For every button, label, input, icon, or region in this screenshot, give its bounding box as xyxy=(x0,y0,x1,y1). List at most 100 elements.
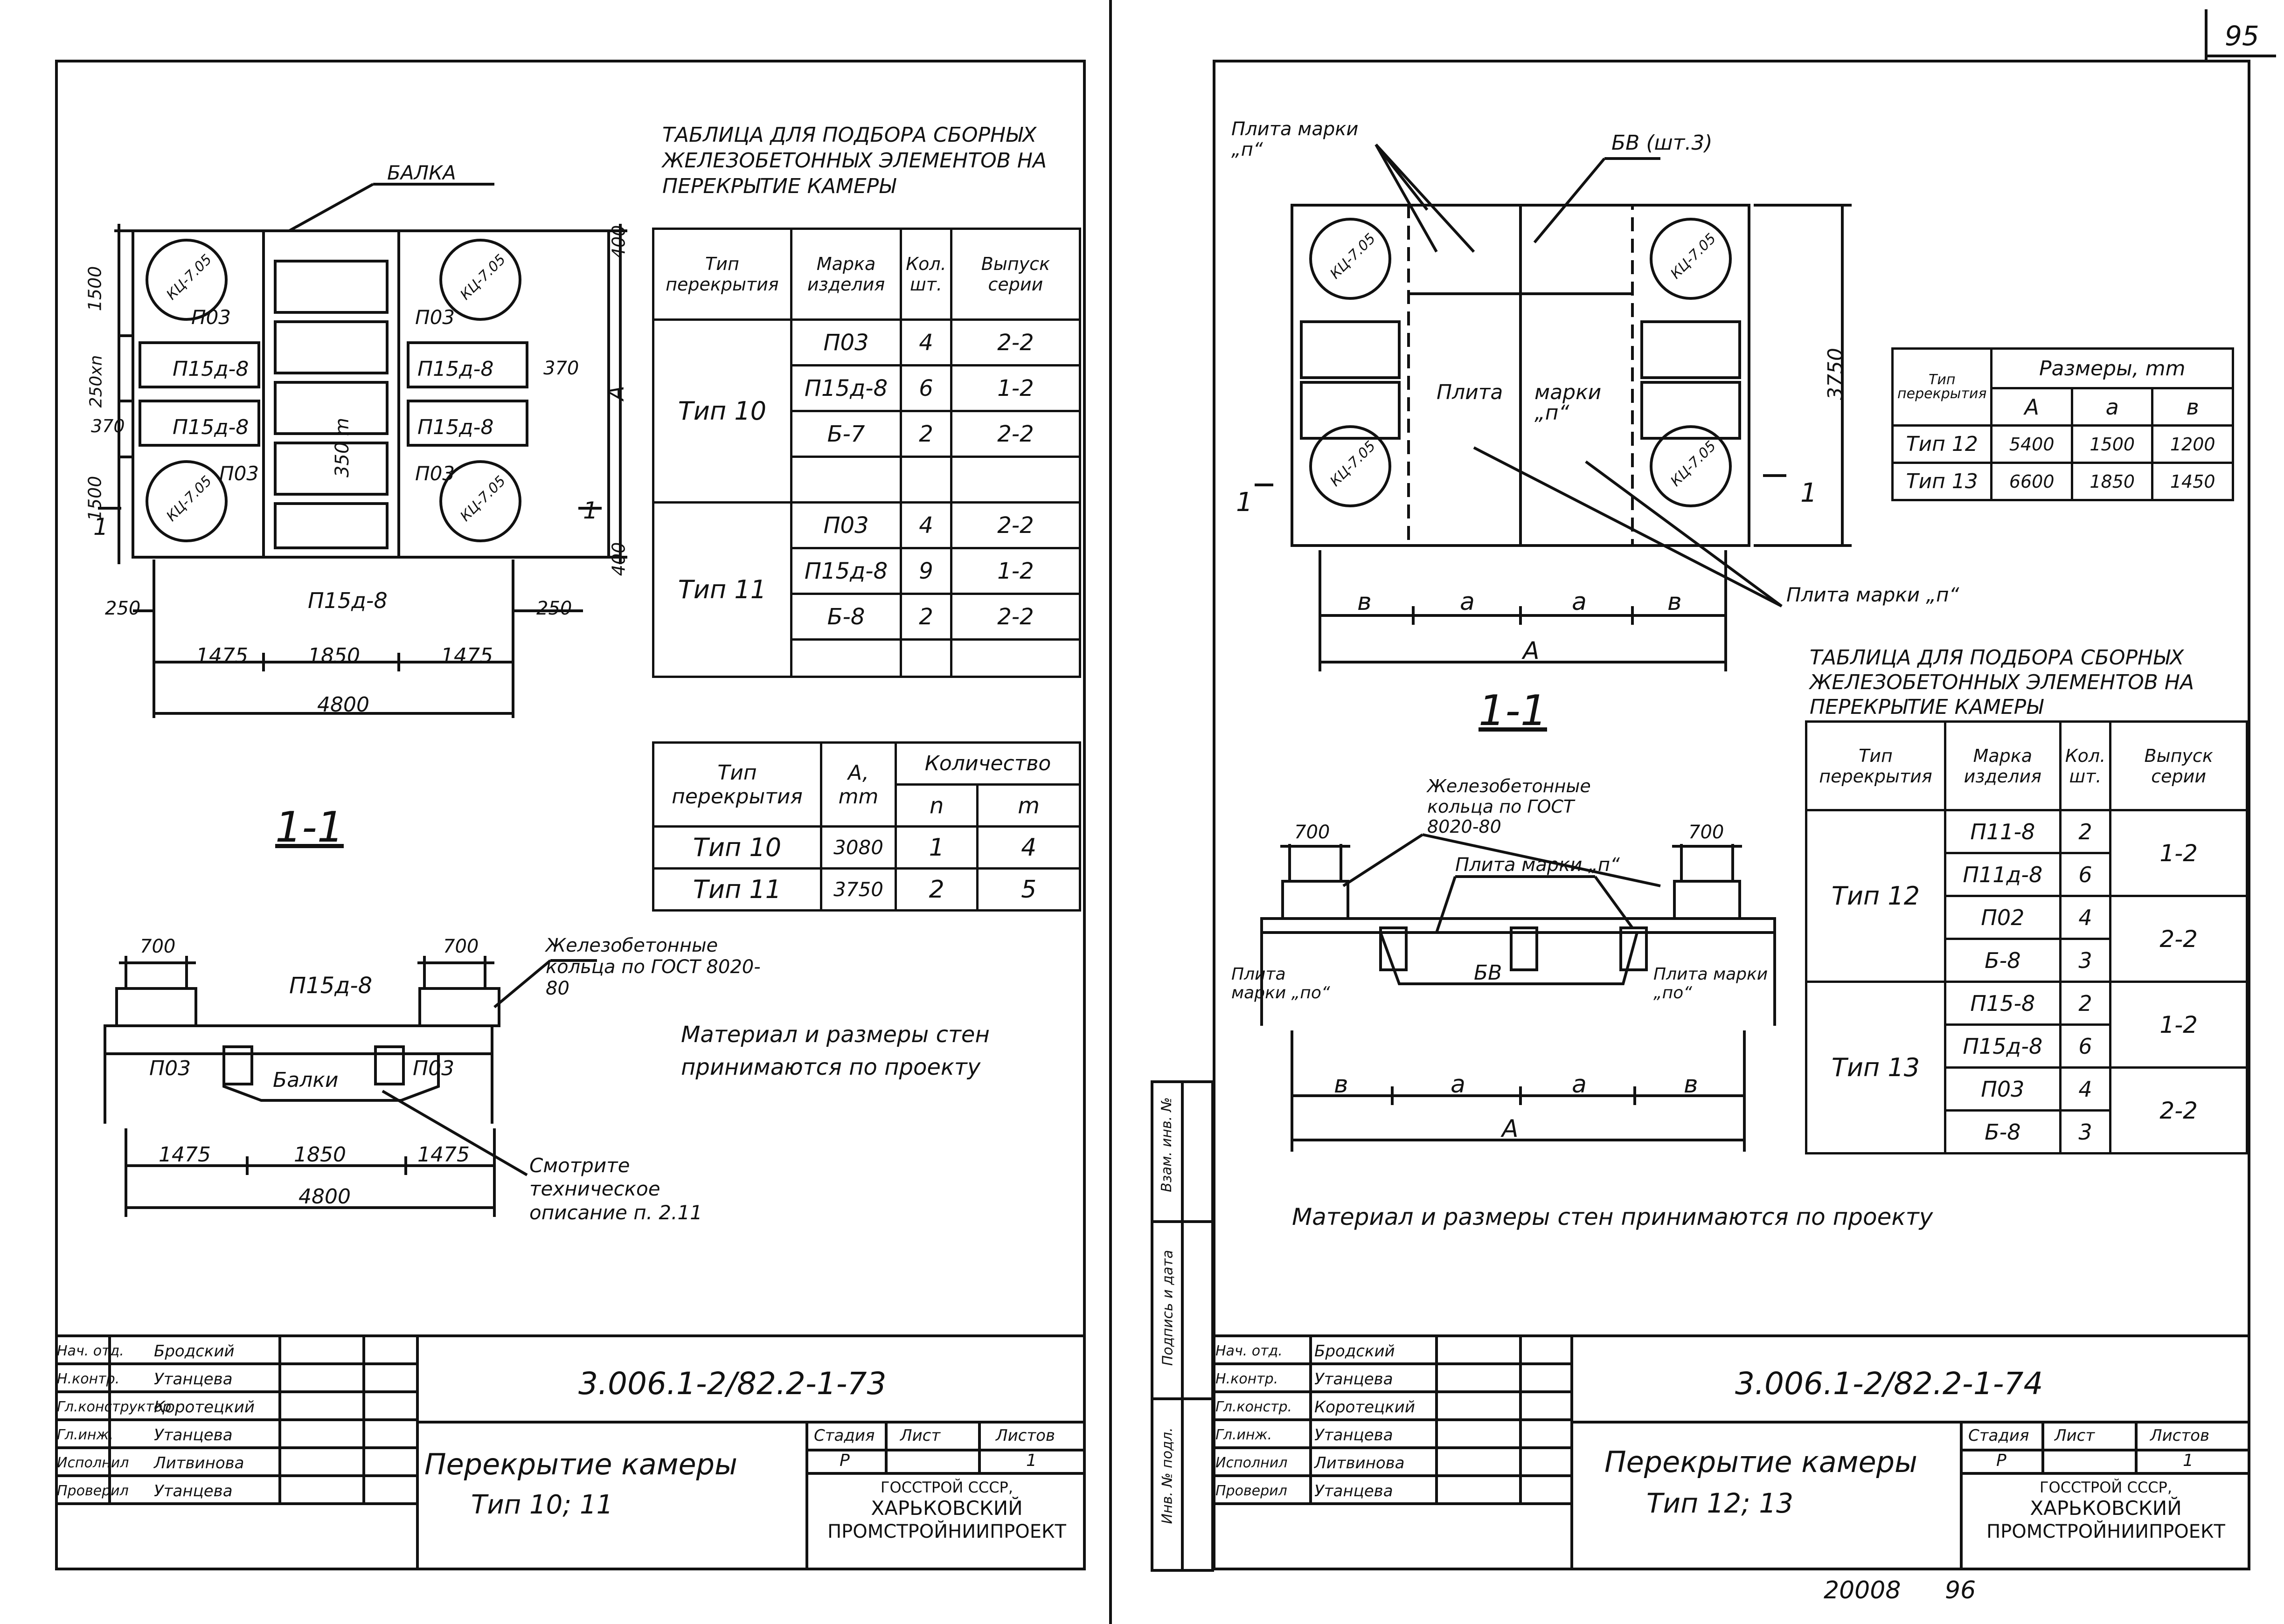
cell: 3750 xyxy=(820,867,897,912)
cell: 1-2 xyxy=(950,364,1082,412)
cell: П15д-8 xyxy=(790,364,902,412)
cell: П15д-8 xyxy=(790,547,902,595)
left-ring-note: Железобетонные кольца по ГОСТ 8020-80 xyxy=(546,935,761,999)
plan-bottom-label: П15д-8 xyxy=(308,588,388,613)
name: Бродский xyxy=(154,1342,235,1361)
th-type: Тип перекрытия xyxy=(652,228,792,321)
cell xyxy=(950,456,1082,504)
left-stamp-org: ГОССТРОЙ СССР, ХАРЬКОВСКИЙ ПРОМСТРОЙНИИП… xyxy=(809,1478,1084,1543)
right-table-title: ТАБЛИЦА ДЛЯ ПОДБОРА СБОРНЫХ ЖЕЛЕЗОБЕТОНН… xyxy=(1810,646,2194,719)
left-sheet-frame xyxy=(55,60,1086,1570)
cell xyxy=(950,638,1082,678)
cell: 2-2 xyxy=(2109,1066,2248,1154)
cell: 3 xyxy=(2059,938,2112,983)
left-section-title: 1-1 xyxy=(275,803,344,852)
cell: 6 xyxy=(900,364,952,412)
right-plan-center-2: марки „п“ xyxy=(1534,380,1602,425)
cell: 1-2 xyxy=(2109,981,2248,1069)
cell: 4 xyxy=(2059,895,2112,940)
cell xyxy=(900,638,952,678)
left-see-note: Смотрите техническое описание п. 2.11 xyxy=(529,1154,702,1224)
right-sheet-frame xyxy=(1213,60,2250,1570)
cell: 1850 xyxy=(2070,462,2154,501)
right-dims-table: Тип перекрытия Размеры, mm A a в Тип 12 … xyxy=(1891,347,2234,501)
left-section-dim-top-2: 700 xyxy=(443,936,479,957)
left-stamp-names: Бродский Утанцева Коротецкий Утанцева Ли… xyxy=(154,1337,280,1505)
left-section-dim-b-4: 4800 xyxy=(299,1185,351,1209)
plan-label-p15-2: П15д-8 xyxy=(173,415,249,439)
right-stage-h3: Листов xyxy=(2150,1426,2210,1445)
plan-dim-right-2: 370 xyxy=(543,358,579,379)
cell: 4 xyxy=(976,825,1081,870)
cell: 5400 xyxy=(1990,424,2073,464)
right-section-title: 1-1 xyxy=(1479,686,1547,735)
role: Нач. отд. xyxy=(57,1343,124,1359)
right-plan-center-1: Плита xyxy=(1437,380,1503,404)
plan-dim-b-5: 1475 xyxy=(441,644,493,668)
role: Проверил xyxy=(57,1483,129,1499)
right-stamp-roles: Нач. отд. Н.контр. Гл.констр. Гл.инж. Ис… xyxy=(1215,1337,1309,1505)
rth-type: Тип перекрытия xyxy=(1805,720,1946,811)
right-elements-table: Тип перекрытия Марка изделия Кол. шт. Вы… xyxy=(1805,720,2248,1154)
right-section-bv: БВ xyxy=(1474,961,1502,985)
right-stage-h1: Стадия xyxy=(1968,1426,2029,1445)
name: Литвинова xyxy=(154,1454,244,1472)
cell: 2-2 xyxy=(950,318,1082,366)
role: Гл.инж. xyxy=(1215,1427,1272,1443)
org-line: ХАРЬКОВСКИЙ xyxy=(2030,1497,2182,1520)
plan-dim-b-6: 4800 xyxy=(317,693,369,717)
right-section-right-label: Плита марки „по“ xyxy=(1653,965,1768,1002)
type-12: Тип 12 xyxy=(1805,809,1946,983)
cell: 3080 xyxy=(820,825,897,870)
cell: 1450 xyxy=(2151,462,2234,501)
cell: 2-2 xyxy=(2109,895,2248,983)
plan-label-p03-tl: П03 xyxy=(191,306,231,329)
cell: 1-2 xyxy=(950,547,1082,595)
rth-qty: Кол. шт. xyxy=(2059,720,2112,811)
cell: П02 xyxy=(1944,895,2062,940)
role: Нач. отд. xyxy=(1215,1343,1283,1359)
plan-dim-left-3: 370 xyxy=(91,416,125,436)
plan-beam-label: БАЛКА xyxy=(387,161,456,184)
left-stage-v3: 1 xyxy=(1026,1451,1037,1470)
right-section-dim-b1: в xyxy=(1334,1071,1348,1099)
dims-th-A: A xyxy=(1990,387,2073,427)
right-plan-dim-b3: а xyxy=(1572,588,1587,616)
plan-label-p15-3: П15д-8 xyxy=(417,357,494,381)
cell: П11-8 xyxy=(1944,809,2062,854)
left-stamp-code: 3.006.1-2/82.2-1-73 xyxy=(578,1366,887,1402)
cell: П03 xyxy=(790,501,902,549)
left-table-title: ТАБЛИЦА ДЛЯ ПОДБОРА СБОРНЫХ ЖЕЛЕЗОБЕТОНН… xyxy=(662,123,1047,198)
role: Гл.инж. xyxy=(57,1427,114,1443)
right-section-plate: Плита марки „п“ xyxy=(1455,854,1620,876)
cell: Б-8 xyxy=(1944,938,2062,983)
th-mark: Марка изделия xyxy=(790,228,902,321)
left-section-p03-l: П03 xyxy=(149,1057,191,1080)
cell: 2 xyxy=(2059,809,2112,854)
name: Литвинова xyxy=(1314,1454,1405,1472)
org-line: ХАРЬКОВСКИЙ xyxy=(871,1497,1023,1520)
role: Исполнил xyxy=(1215,1455,1288,1471)
left-stage-h1: Стадия xyxy=(814,1426,875,1445)
cell: П11д-8 xyxy=(1944,852,2062,897)
cell: 1500 xyxy=(2070,424,2154,464)
cell: П15д-8 xyxy=(1944,1023,2062,1069)
left-elements-table: Тип перекрытия Марка изделия Кол. шт. Вы… xyxy=(652,228,1082,678)
role: Н.контр. xyxy=(57,1371,120,1387)
th2-type: Тип перекрытия xyxy=(652,741,822,828)
left-stage-h2: Лист xyxy=(900,1426,941,1445)
right-plan-dim-b2: а xyxy=(1460,588,1475,616)
cell: П03 xyxy=(790,318,902,366)
left-stage-v1: Р xyxy=(840,1451,850,1470)
name: Коротецкий xyxy=(1314,1398,1415,1417)
cell: П15-8 xyxy=(1944,981,2062,1026)
page-number: 95 xyxy=(2225,20,2259,52)
plan-dim-b-3: 1475 xyxy=(196,644,248,668)
cell: 6600 xyxy=(1990,462,2073,501)
plan-label-p15-4: П15д-8 xyxy=(417,415,494,439)
right-section-dim-b3: а xyxy=(1572,1071,1587,1099)
